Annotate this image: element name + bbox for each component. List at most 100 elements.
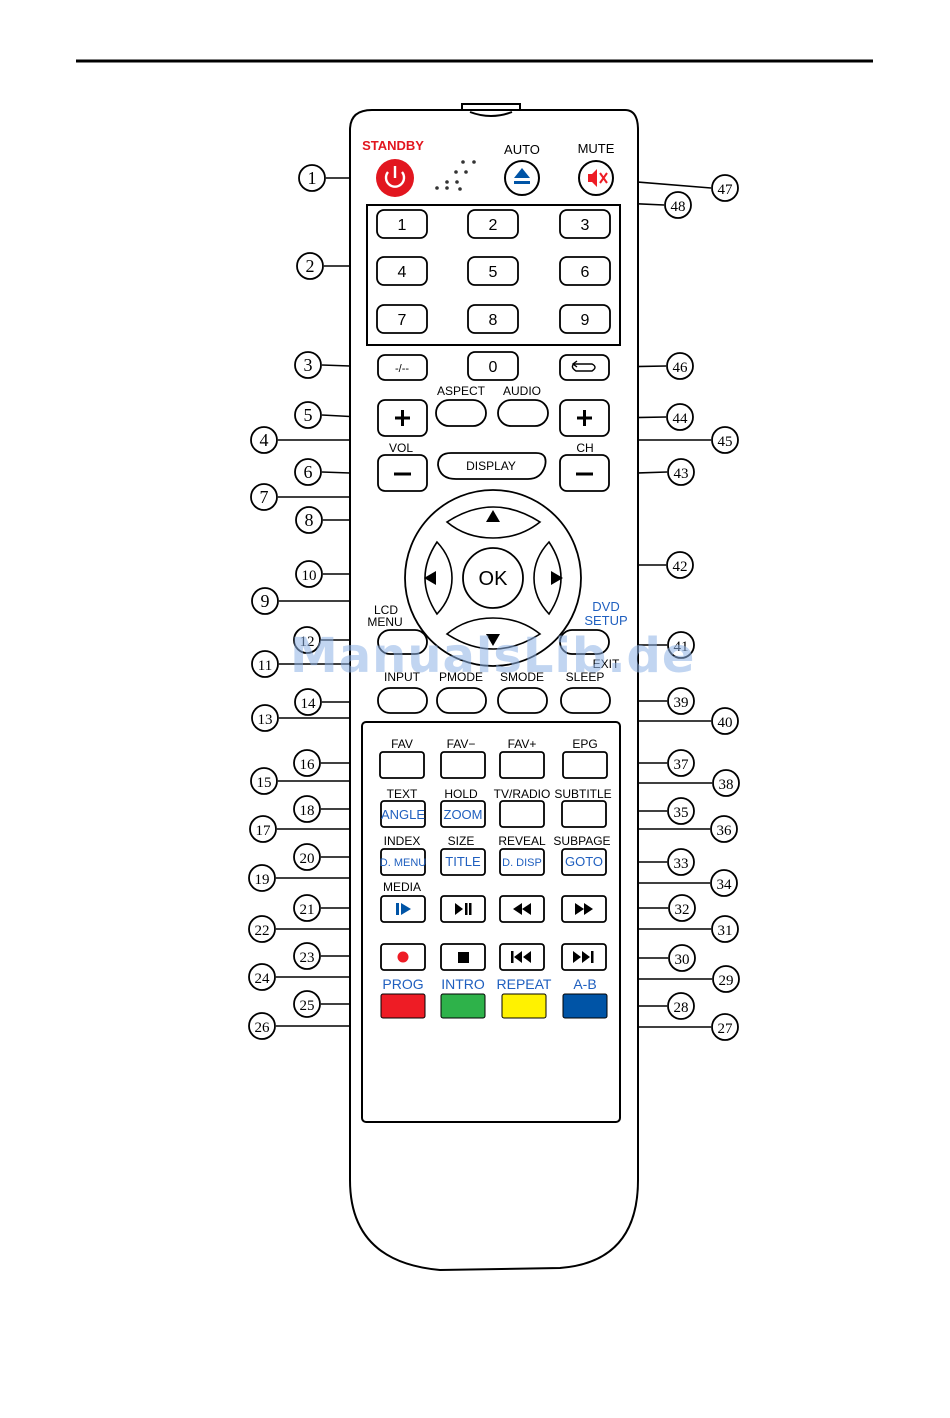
number-key-6[interactable]: 6 xyxy=(559,256,611,286)
zoom-button[interactable]: ZOOM xyxy=(440,800,486,828)
goto-button[interactable]: GOTO xyxy=(561,848,607,876)
callout-number: 43 xyxy=(674,466,689,482)
callout-number: 16 xyxy=(300,757,316,773)
pmode-label: PMODE xyxy=(439,670,483,684)
number-key-3[interactable]: 3 xyxy=(559,209,611,239)
intro-button[interactable] xyxy=(440,993,486,1019)
callout-14: 14 xyxy=(294,688,322,716)
epg-button[interactable] xyxy=(562,751,608,779)
repeat-button[interactable] xyxy=(501,993,547,1019)
pmode-button[interactable] xyxy=(436,687,487,714)
number-key-0[interactable]: 0 xyxy=(467,351,519,381)
dash-key-label: -/-- xyxy=(395,363,409,375)
title-button[interactable]: TITLE xyxy=(440,848,486,876)
fav-button[interactable] xyxy=(379,751,425,779)
number-key-4[interactable]: 4 xyxy=(376,256,428,286)
dash-key[interactable]: -/-- xyxy=(377,354,428,381)
ddisp-button[interactable]: D. DISP xyxy=(499,848,545,876)
callout-9: 9 xyxy=(251,587,279,615)
callout-16: 16 xyxy=(293,749,321,777)
record-button[interactable] xyxy=(380,943,426,971)
vol-up-button[interactable] xyxy=(377,399,428,437)
speaker-hole xyxy=(472,160,476,164)
callout-1: 1 xyxy=(298,164,326,192)
angle-button[interactable]: ANGLE xyxy=(380,800,426,828)
callout-48: 48 xyxy=(664,191,692,219)
callout-number: 44 xyxy=(673,411,689,427)
callout-number: 48 xyxy=(671,199,686,215)
fav-minus-button[interactable] xyxy=(440,751,486,779)
return-icon xyxy=(571,360,596,372)
up-button[interactable] xyxy=(445,506,542,539)
number-key-8[interactable]: 8 xyxy=(467,304,519,334)
vol-down-button[interactable] xyxy=(377,454,428,492)
number-key-5[interactable]: 5 xyxy=(467,256,519,286)
callout-41: 41 xyxy=(667,631,695,659)
callout-number: 27 xyxy=(718,1021,734,1037)
left-button[interactable] xyxy=(424,540,453,616)
ch-up-button[interactable] xyxy=(559,399,610,437)
next-button[interactable] xyxy=(561,943,607,971)
callout-25: 25 xyxy=(293,990,321,1018)
sleep-button[interactable] xyxy=(560,687,611,714)
speaker-hole xyxy=(454,170,458,174)
sleep-label: SLEEP xyxy=(566,670,605,684)
ok-button[interactable]: OK xyxy=(462,547,524,609)
number-key-9[interactable]: 9 xyxy=(559,304,611,334)
number-key-label: 1 xyxy=(398,217,407,234)
callout-19: 19 xyxy=(248,864,276,892)
fast-forward-button[interactable] xyxy=(561,895,607,923)
lcd-label: LCD xyxy=(374,603,398,617)
setup-button[interactable] xyxy=(559,629,610,655)
callout-40: 40 xyxy=(711,707,739,735)
aspect-button[interactable] xyxy=(435,399,487,427)
ab-label: A-B xyxy=(573,976,596,992)
smode-button[interactable] xyxy=(497,687,548,714)
numpad-frame xyxy=(366,204,621,346)
prog-button[interactable] xyxy=(380,993,426,1019)
audio-button[interactable] xyxy=(497,399,549,427)
mute-button[interactable] xyxy=(578,160,614,196)
number-key-1[interactable]: 1 xyxy=(376,209,428,239)
number-key-7[interactable]: 7 xyxy=(376,304,428,334)
auto-button[interactable] xyxy=(504,160,540,196)
callout-12: 12 xyxy=(293,626,321,654)
callout-number: 24 xyxy=(255,971,271,987)
number-key-label: 6 xyxy=(581,264,590,281)
fav-plus-button[interactable] xyxy=(499,751,545,779)
ab-button[interactable] xyxy=(562,993,608,1019)
input-button[interactable] xyxy=(377,687,428,714)
callout-number: 47 xyxy=(718,182,734,198)
epg-label: EPG xyxy=(572,737,597,751)
reveal-label: REVEAL xyxy=(498,834,546,848)
tvradio-button[interactable] xyxy=(499,800,545,828)
return-key[interactable] xyxy=(559,354,610,381)
fav_minus-label: FAV− xyxy=(447,737,476,751)
callout-number: 41 xyxy=(674,639,689,655)
stop-button[interactable] xyxy=(440,943,486,971)
ch-down-button[interactable] xyxy=(559,454,610,492)
media-button[interactable] xyxy=(380,895,426,923)
callout-28: 28 xyxy=(667,992,695,1020)
callout-number: 10 xyxy=(302,568,317,584)
menu-button[interactable] xyxy=(377,629,428,655)
previous-button[interactable] xyxy=(499,943,545,971)
right-button[interactable] xyxy=(533,540,563,616)
number-key-label: 8 xyxy=(489,312,498,329)
callout-number: 23 xyxy=(300,950,315,966)
callout-number: 11 xyxy=(258,658,272,674)
callout-number: 1 xyxy=(308,168,317,188)
angle-label: ANGLE xyxy=(381,807,425,822)
display-button[interactable]: DISPLAY xyxy=(437,452,547,480)
down-button[interactable] xyxy=(445,617,542,650)
number-key-2[interactable]: 2 xyxy=(467,209,519,239)
play-pause-button[interactable] xyxy=(440,895,486,923)
rewind-button[interactable] xyxy=(499,895,545,923)
standby-button[interactable] xyxy=(376,159,414,197)
callout-number: 13 xyxy=(258,712,273,728)
goto-label: GOTO xyxy=(565,854,603,869)
callout-6: 6 xyxy=(294,458,322,486)
dmenu-button[interactable]: D. MENU xyxy=(380,848,427,876)
callout-22: 22 xyxy=(248,915,276,943)
subtitle-button[interactable] xyxy=(561,800,607,828)
